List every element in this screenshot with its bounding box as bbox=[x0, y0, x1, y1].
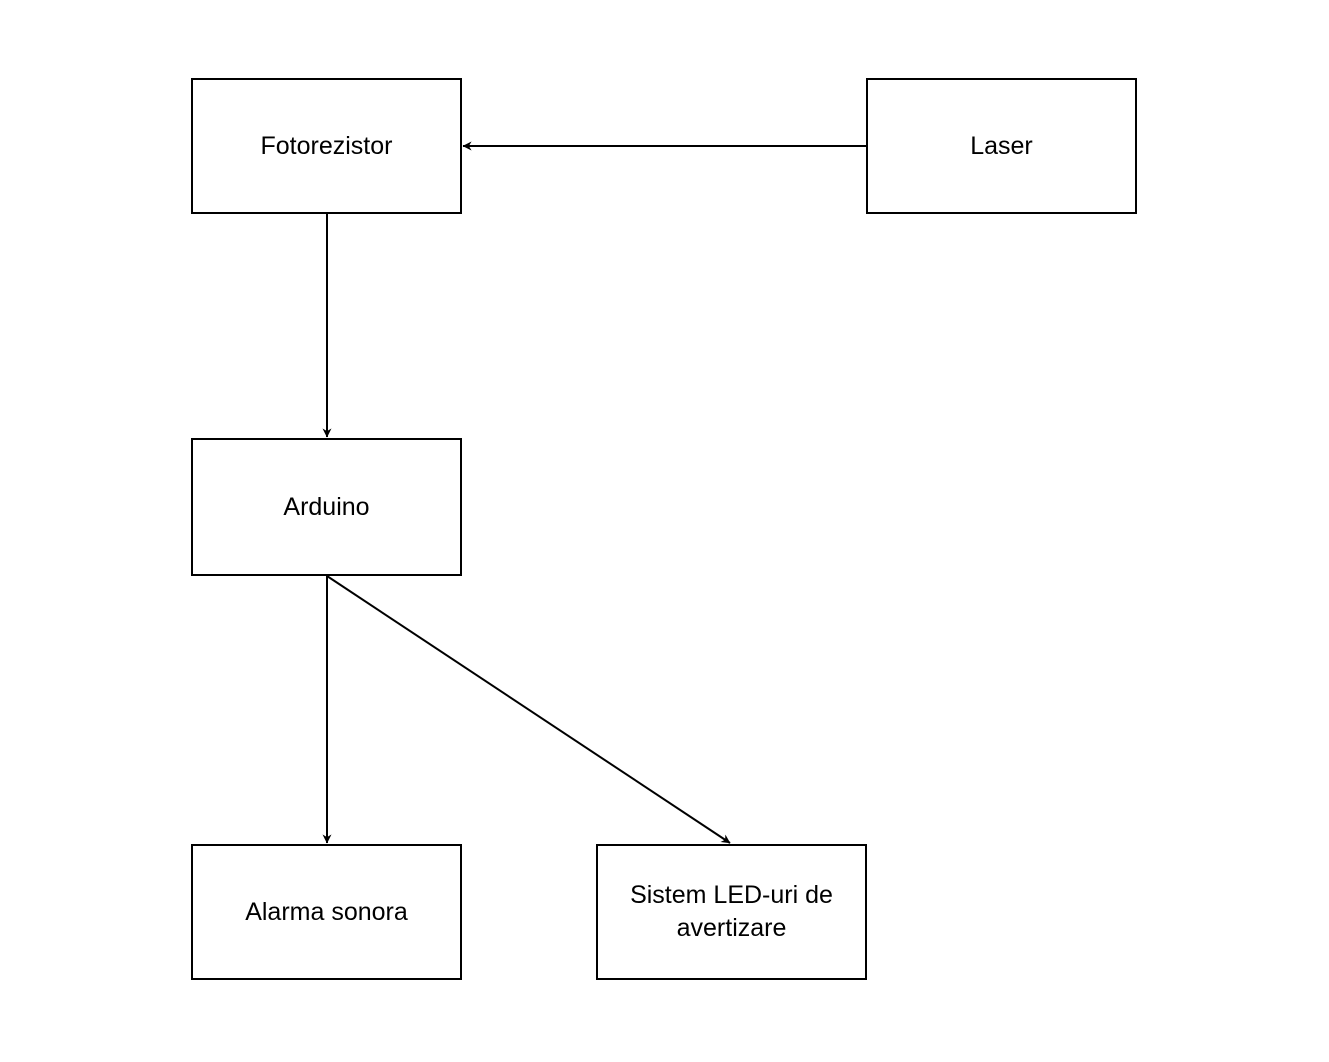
node-arduino-label: Arduino bbox=[283, 492, 370, 521]
node-fotorezistor: Fotorezistor bbox=[191, 78, 462, 214]
edge-arduino-to-led bbox=[326, 575, 731, 844]
node-sistem-led-label: Sistem LED-uri de avertizare bbox=[630, 881, 833, 942]
node-fotorezistor-label: Fotorezistor bbox=[260, 131, 393, 160]
node-laser: Laser bbox=[866, 78, 1137, 214]
node-arduino: Arduino bbox=[191, 438, 462, 576]
node-alarma-sonora: Alarma sonora bbox=[191, 844, 462, 980]
node-laser-label: Laser bbox=[970, 131, 1033, 160]
node-sistem-led: Sistem LED-uri de avertizare bbox=[596, 844, 867, 980]
node-alarma-sonora-label: Alarma sonora bbox=[245, 897, 408, 926]
